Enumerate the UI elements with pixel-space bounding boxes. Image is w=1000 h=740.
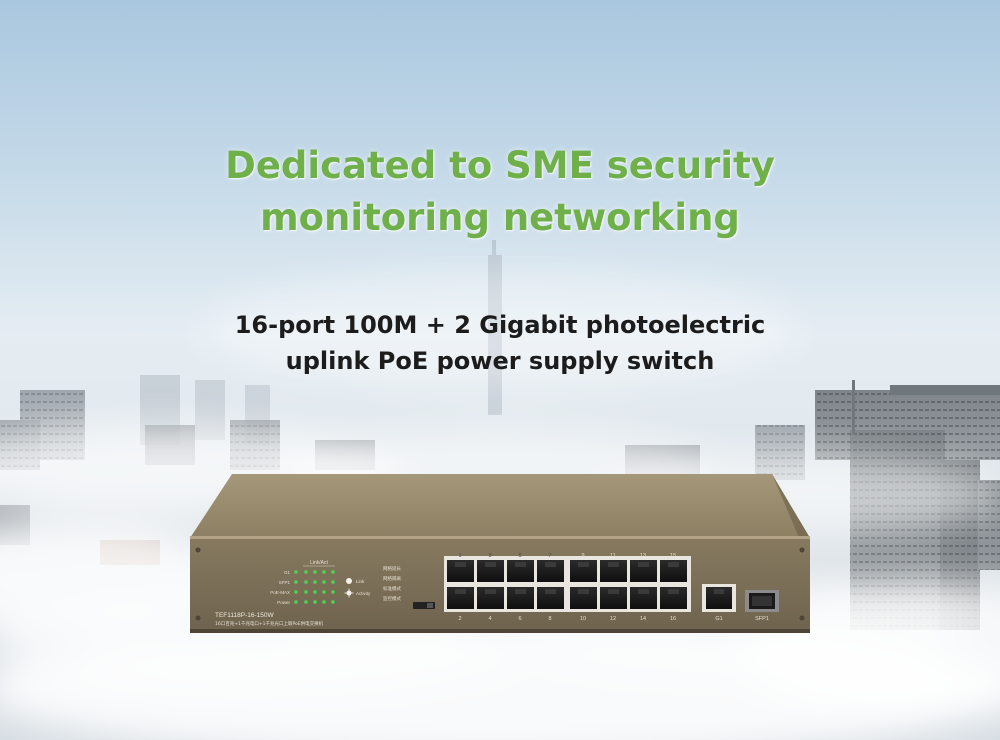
chassis-top	[190, 474, 810, 538]
port-number-label: 11	[610, 553, 616, 559]
rj45-port[interactable]	[600, 560, 627, 582]
port-led	[322, 580, 326, 584]
led-header: Link/Act	[310, 560, 328, 566]
port-number-label: 14	[640, 616, 646, 622]
port-number-label: 4	[488, 616, 491, 622]
port-led	[322, 600, 326, 604]
model-description: 16口百兆+1千兆电口+1千兆光口上联PoE供电交换机	[215, 620, 324, 627]
port-led	[331, 600, 335, 604]
port-number-label: 10	[580, 616, 586, 622]
port-led	[331, 590, 335, 594]
rj45-port[interactable]	[477, 560, 504, 582]
port-number-label: 15	[670, 553, 676, 559]
rj45-port[interactable]	[630, 587, 657, 609]
port-number-label: 8	[548, 616, 551, 622]
rj45-port[interactable]	[570, 560, 597, 582]
port-led	[313, 590, 317, 594]
rj45-port[interactable]	[507, 560, 534, 582]
mode-label-1: 网络延长	[383, 565, 401, 572]
status-led	[294, 580, 298, 584]
port-number-label: 3	[488, 553, 491, 559]
led-label-poe-max: PoE-MAX	[270, 590, 290, 595]
port-led	[304, 590, 308, 594]
mode-label-4: 监控模式	[383, 595, 401, 602]
port-number-label: 13	[640, 553, 646, 559]
port-led	[304, 600, 308, 604]
port-number-label: 12	[610, 616, 616, 622]
rj45-port[interactable]	[447, 587, 474, 609]
led-label-power: Power	[277, 600, 290, 605]
port-led	[331, 580, 335, 584]
port-number-label: 9	[581, 553, 584, 559]
g1-label: G1	[715, 616, 722, 622]
subheadline-line-1: 16-port 100M + 2 Gigabit photoelectric	[234, 311, 766, 339]
subheadline: 16-port 100M + 2 Gigabit photoelectric u…	[0, 307, 1000, 379]
mode-label-2: 网络隔离	[383, 575, 401, 582]
port-labels-bottom: 2 4 6 8 10 12 14 16	[458, 616, 676, 622]
link-indicator-icon	[346, 578, 352, 584]
mode-selector-switch[interactable]	[413, 602, 435, 609]
port-led	[313, 580, 317, 584]
port-led	[304, 570, 308, 574]
port-number-label: 5	[518, 553, 521, 559]
status-led	[294, 570, 298, 574]
rj45-port[interactable]	[477, 587, 504, 609]
status-led	[294, 600, 298, 604]
port-number-label: 7	[548, 553, 551, 559]
rj45-port[interactable]	[570, 587, 597, 609]
rj45-port[interactable]	[660, 587, 687, 609]
rj45-port-grid	[447, 560, 687, 609]
port-number-label: 2	[458, 616, 461, 622]
rj45-port[interactable]	[447, 560, 474, 582]
rj45-port[interactable]	[537, 587, 564, 609]
headline-line-1: Dedicated to SME security	[225, 144, 775, 187]
activity-indicator-icon	[344, 588, 354, 598]
port-number-label: 16	[670, 616, 676, 622]
legend-link: Link	[356, 579, 365, 584]
port-led	[331, 570, 335, 574]
legend-activity: Activity	[356, 591, 371, 596]
headline-line-2: monitoring networking	[260, 196, 740, 239]
rj45-port[interactable]	[537, 560, 564, 582]
port-led	[313, 600, 317, 604]
port-led	[313, 570, 317, 574]
mode-label-3: 标准模式	[383, 585, 401, 592]
rj45-port[interactable]	[660, 560, 687, 582]
port-led	[322, 570, 326, 574]
rj45-port[interactable]	[507, 587, 534, 609]
port-led	[304, 580, 308, 584]
sfp1-uplink-port[interactable]	[749, 593, 775, 609]
model-number: TEF1118P-16-150W	[215, 612, 275, 619]
subheadline-line-2: uplink PoE power supply switch	[285, 347, 715, 375]
status-led	[294, 590, 298, 594]
rj45-port[interactable]	[630, 560, 657, 582]
port-number-label: 1	[458, 553, 461, 559]
headline: Dedicated to SME security monitoring net…	[0, 140, 1000, 244]
port-number-label: 6	[518, 616, 521, 622]
port-led	[322, 590, 326, 594]
status-led-grid	[294, 570, 335, 604]
rj45-port[interactable]	[600, 587, 627, 609]
sfp1-label: SFP1	[755, 616, 769, 622]
led-label-g1: G1	[284, 570, 291, 575]
led-label-sfp1: SFP1	[279, 580, 291, 585]
g1-uplink-port[interactable]	[706, 587, 732, 609]
